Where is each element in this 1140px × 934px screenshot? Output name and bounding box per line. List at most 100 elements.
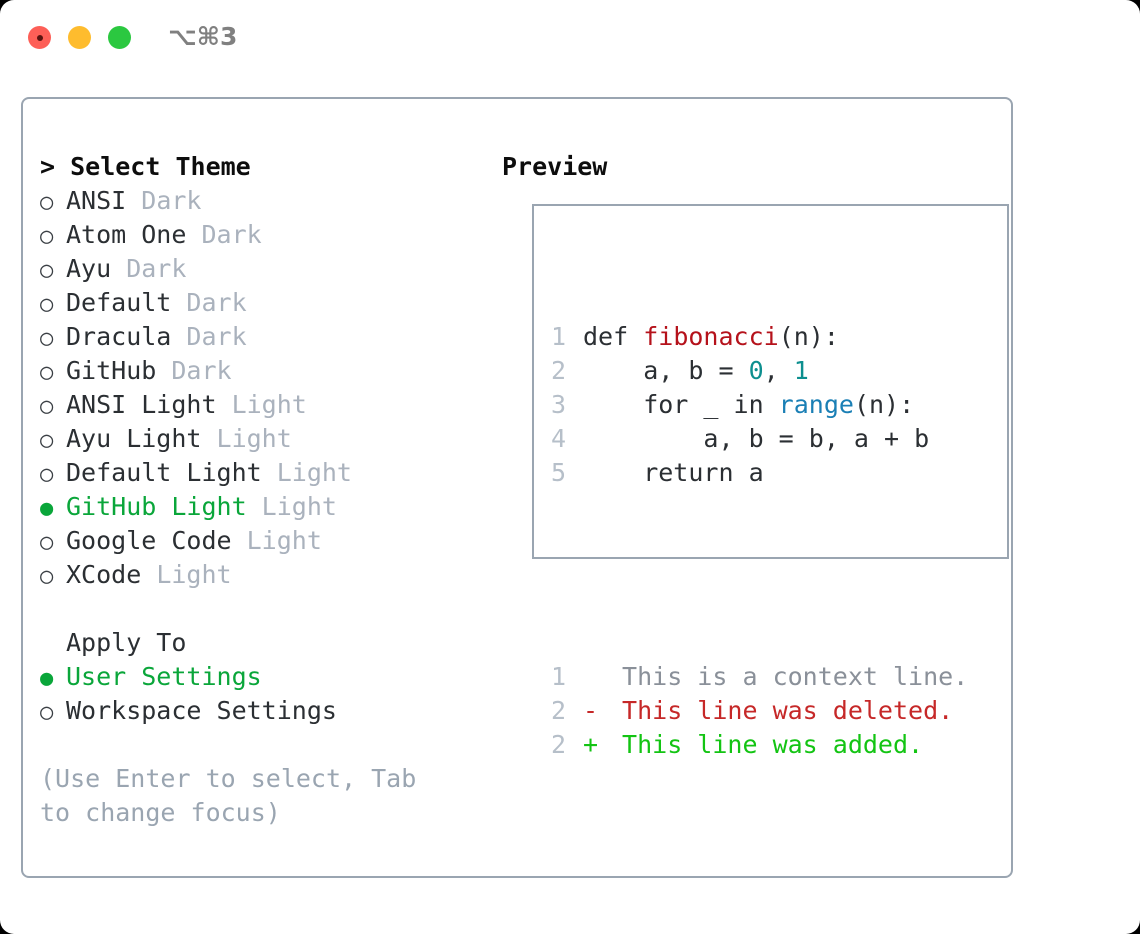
- code-token: fibonacci: [643, 322, 779, 351]
- diff-line-del: 2- This line was deleted.: [551, 694, 968, 728]
- theme-option-github[interactable]: ○ GitHub Dark: [40, 354, 480, 388]
- theme-option-label: Atom One: [66, 220, 187, 249]
- radio-unselected-icon[interactable]: ○: [40, 360, 54, 385]
- code-token: a, b = b, a + b: [583, 424, 930, 453]
- radio-unselected-icon[interactable]: ○: [40, 530, 54, 555]
- theme-option-github-light[interactable]: ●GitHub Light Light: [40, 490, 480, 524]
- radio-unselected-icon[interactable]: ○: [40, 394, 54, 419]
- radio-unselected-icon[interactable]: ○: [40, 462, 54, 487]
- code-token: (n):: [778, 322, 839, 351]
- code-token: 0: [748, 356, 764, 385]
- theme-option-ayu-light[interactable]: ○ Ayu Light Light: [40, 422, 480, 456]
- title-bar: ⌥⌘3: [0, 0, 1140, 80]
- theme-option-label: Ayu Light: [66, 424, 202, 453]
- radio-unselected-icon[interactable]: ○: [40, 428, 54, 453]
- theme-option-variant: Dark: [156, 356, 232, 385]
- diff-line-number: 1: [551, 662, 567, 691]
- theme-option-variant: Dark: [111, 254, 187, 283]
- radio-unselected-icon[interactable]: ○: [40, 292, 54, 317]
- diff-line-number: 2: [551, 730, 567, 759]
- preview-heading: Preview: [502, 152, 608, 181]
- radio-selected-icon[interactable]: ●: [40, 666, 54, 691]
- code-token: for _ in: [583, 390, 779, 419]
- diff-line-number: 2: [551, 696, 567, 725]
- apply-to-option-user-settings[interactable]: ● User Settings: [40, 660, 480, 694]
- code-line: 4 a, b = b, a + b: [551, 422, 968, 456]
- theme-option-label: Default Light: [66, 458, 262, 487]
- apply-to-option-workspace-settings[interactable]: ○Workspace Settings: [40, 694, 480, 728]
- theme-option-dracula[interactable]: ○Dracula Dark: [40, 320, 480, 354]
- theme-option-ansi-light[interactable]: ○ ANSI Light Light: [40, 388, 480, 422]
- code-line-text: for _ in range(n):: [583, 388, 914, 422]
- diff-marker: [583, 660, 607, 694]
- theme-option-variant: Dark: [126, 186, 202, 215]
- keyboard-hint-text: (Use Enter to select, Tab to change focu…: [40, 764, 432, 827]
- radio-unselected-icon[interactable]: ○: [40, 700, 54, 725]
- code-spacer: [551, 558, 968, 592]
- theme-option-atom-one[interactable]: ○Atom One Dark: [40, 218, 480, 252]
- select-theme-heading: > Select Theme: [40, 152, 251, 181]
- theme-option-variant: Light: [216, 390, 307, 419]
- main-panel: > Select Theme ○ANSI Dark○Atom One Dark○…: [21, 97, 1013, 878]
- theme-option-ansi[interactable]: ○ ANSI Dark: [40, 184, 480, 218]
- theme-option-label: Dracula: [66, 322, 172, 351]
- theme-option-variant: Light: [246, 492, 337, 521]
- code-line: 3 for _ in range(n):: [551, 388, 968, 422]
- code-line-number: 3: [551, 390, 567, 419]
- code-line-text: return a: [583, 456, 764, 490]
- theme-option-variant: Light: [201, 424, 292, 453]
- theme-option-label: ANSI Light: [66, 390, 217, 419]
- radio-unselected-icon[interactable]: ○: [40, 190, 54, 215]
- code-line-number: 1: [551, 322, 567, 351]
- radio-unselected-icon[interactable]: ○: [40, 564, 54, 589]
- code-line-number: 2: [551, 356, 567, 385]
- diff-line-ctx: 1 This is a context line.: [551, 660, 968, 694]
- theme-option-variant: Light: [261, 458, 352, 487]
- close-window-icon[interactable]: [28, 26, 51, 49]
- diff-line-text: This line was added.: [607, 730, 924, 759]
- theme-option-label: GitHub: [66, 356, 157, 385]
- theme-option-label: Default: [66, 288, 172, 317]
- theme-option-default-light[interactable]: ○ Default Light Light: [40, 456, 480, 490]
- code-token: range: [778, 390, 854, 419]
- theme-option-label: Ayu: [66, 254, 112, 283]
- theme-option-xcode[interactable]: ○XCode Light: [40, 558, 480, 592]
- radio-unselected-icon[interactable]: ○: [40, 326, 54, 351]
- theme-option-google-code[interactable]: ○ Google Code Light: [40, 524, 480, 558]
- diff-marker: +: [583, 730, 599, 759]
- code-token: (n):: [853, 390, 915, 419]
- theme-option-label: Google Code: [66, 526, 232, 555]
- minimize-window-icon[interactable]: [68, 26, 91, 49]
- radio-unselected-icon[interactable]: ○: [40, 258, 54, 283]
- theme-option-ayu[interactable]: ○ Ayu Dark: [40, 252, 480, 286]
- diff-marker: -: [583, 696, 599, 725]
- code-line-number: 4: [551, 424, 567, 453]
- theme-option-variant: Light: [231, 526, 322, 555]
- apply-to-option-label: User Settings: [66, 662, 262, 691]
- code-line: 1 def fibonacci(n):: [551, 320, 968, 354]
- code-line-text: a, b = 0, 1: [583, 354, 809, 388]
- theme-option-label: ANSI: [66, 186, 127, 215]
- radio-unselected-icon[interactable]: ○: [40, 224, 54, 249]
- radio-selected-icon[interactable]: ●: [40, 496, 54, 521]
- code-line: 2 a, b = 0, 1: [551, 354, 968, 388]
- code-token: a, b =: [583, 356, 749, 385]
- theme-option-default[interactable]: ○ Default Dark: [40, 286, 480, 320]
- diff-lines: 1 This is a context line.2- This line wa…: [551, 660, 968, 762]
- code-token: ,: [763, 356, 794, 385]
- maximize-window-icon[interactable]: [108, 26, 131, 49]
- apply-to-option-list[interactable]: ● User Settings ○Workspace Settings: [40, 660, 480, 728]
- theme-picker-column: > Select Theme ○ANSI Dark○Atom One Dark○…: [40, 150, 480, 830]
- code-line: 5 return a: [551, 456, 968, 490]
- code-token: def: [583, 322, 644, 351]
- code-token: return a: [583, 458, 764, 487]
- theme-option-variant: Dark: [171, 288, 247, 317]
- code-line-number: 5: [551, 458, 567, 487]
- diff-line-text: This line was deleted.: [607, 696, 954, 725]
- theme-option-list[interactable]: ○ ANSI Dark ○ Atom One Dark ○ Ayu Dark ○ Defaul…: [40, 184, 480, 592]
- diff-line-text: This is a context line.: [607, 662, 969, 691]
